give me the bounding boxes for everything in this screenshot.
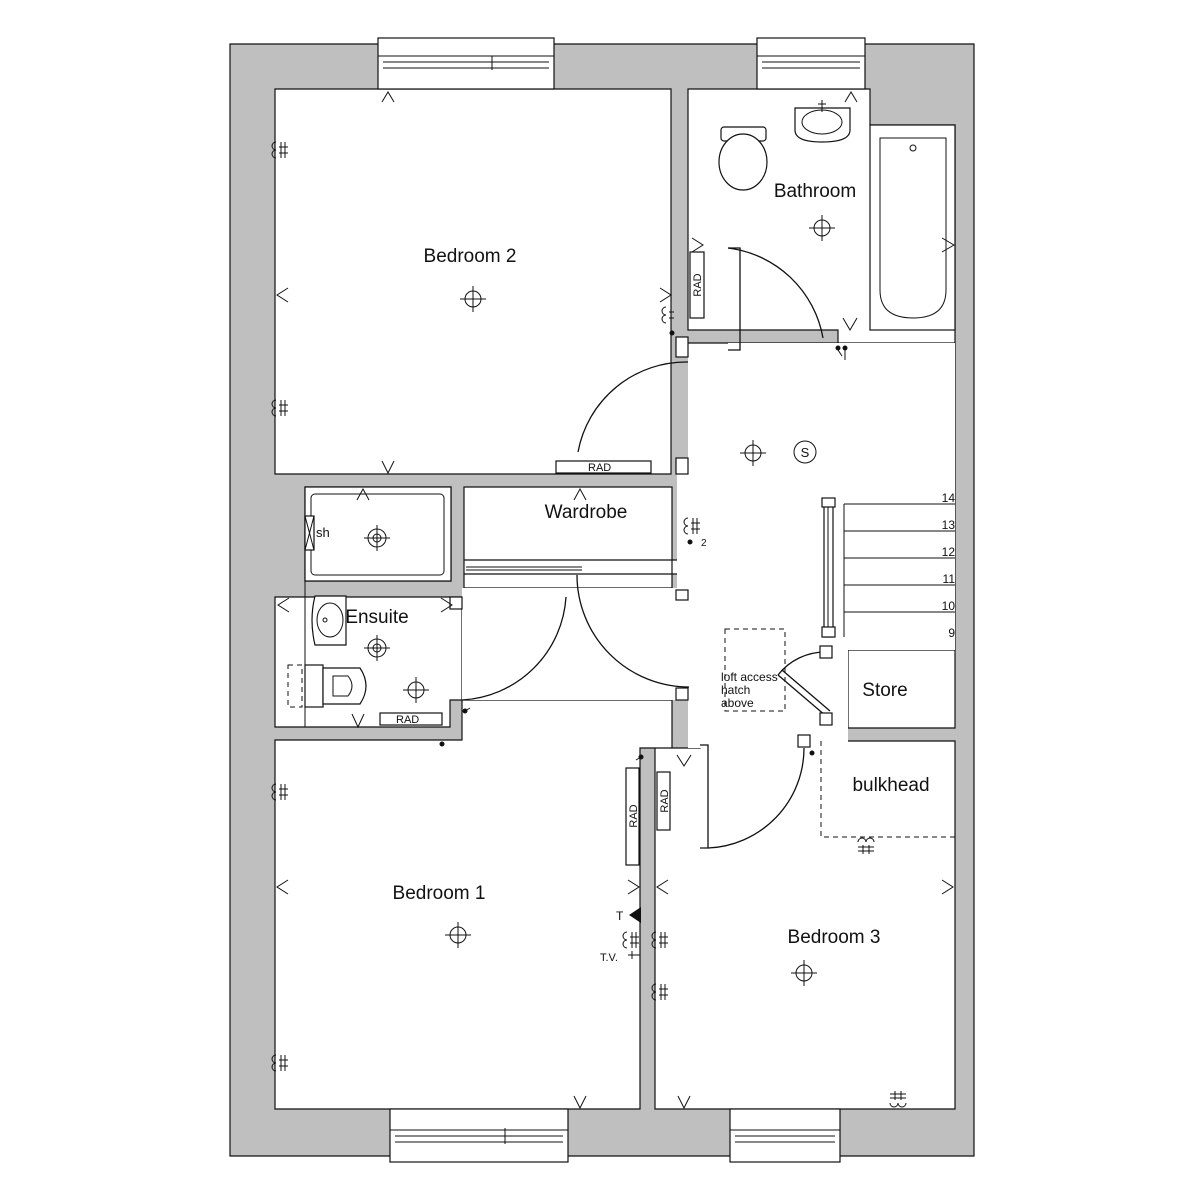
sockets: 2 T.V. — [271, 141, 907, 1108]
socket-icon — [622, 931, 640, 949]
wall-markers — [276, 91, 955, 1110]
room-label-bedroom2: Bedroom 2 — [424, 246, 517, 267]
light-icon — [402, 676, 430, 704]
doors — [449, 247, 833, 849]
interior-floor — [462, 342, 955, 748]
socket-icon — [857, 837, 875, 854]
rad-bathroom — [689, 251, 705, 319]
door-bedroom2 — [577, 361, 689, 453]
light-icon — [790, 959, 818, 987]
rad-label: RAD — [628, 804, 640, 827]
loft-hatch: loft access hatch above — [721, 628, 786, 712]
switch-icon — [687, 539, 693, 545]
loft-label-line3: above — [721, 696, 754, 710]
rad-label: RAD — [588, 462, 611, 474]
rad-label: RAD — [692, 273, 704, 296]
window-bedroom3 — [729, 1108, 841, 1163]
rad-bedroom1 — [625, 767, 640, 866]
loft-label-line1: loft access — [721, 670, 778, 684]
wc-ensuite — [304, 664, 324, 708]
bathroom-fixtures: RAD — [689, 100, 956, 331]
room-label-bulkhead: bulkhead — [852, 775, 929, 796]
rad-label: RAD — [659, 789, 671, 812]
wardrobe-slider — [466, 559, 668, 571]
window-bathroom — [756, 37, 866, 90]
staircase: 14 13 12 11 10 9 — [821, 491, 956, 640]
loft-label-line2: hatch — [721, 683, 750, 697]
room-labels: Bedroom 2 Bathroom Wardrobe Ensuite Stor… — [345, 181, 929, 948]
window-bedroom2 — [377, 37, 555, 90]
window-bedroom1 — [389, 1108, 569, 1163]
basin-bathroom — [794, 107, 851, 143]
step-number: 10 — [942, 599, 956, 613]
smoke-detector-label: S — [801, 445, 810, 460]
windows — [377, 37, 866, 1163]
light-icon — [444, 921, 472, 949]
room-label-bedroom1: Bedroom 1 — [393, 883, 486, 904]
switches — [439, 330, 848, 761]
smoke-detector-icon — [793, 440, 817, 464]
switch-icon — [439, 741, 445, 747]
switch-icon — [835, 345, 841, 351]
room-label-store: Store — [862, 680, 907, 701]
thermostat-icon — [629, 907, 641, 923]
ensuite-fixtures: sh RAD — [287, 486, 452, 727]
thermostat-label: T — [616, 909, 624, 923]
rad-ensuite — [379, 712, 443, 726]
socket-count: 2 — [701, 538, 707, 549]
room-label-bathroom: Bathroom — [774, 181, 856, 202]
bathtub — [869, 124, 956, 331]
bulkhead-outline — [820, 741, 955, 838]
step-number: 11 — [943, 572, 956, 586]
door-ensuite — [461, 596, 567, 701]
radiators: RAD RAD RAD — [555, 460, 671, 866]
light-icon — [808, 214, 836, 242]
step-number: 14 — [942, 491, 956, 505]
switch-icon — [669, 330, 675, 336]
rad-label: RAD — [396, 714, 419, 726]
socket-icon — [661, 306, 674, 324]
tv-point-icon — [628, 951, 640, 959]
switch-icon — [809, 750, 815, 756]
rad-landing — [555, 460, 652, 474]
door-bathroom — [727, 247, 824, 339]
door-store — [777, 674, 827, 717]
step-number: 12 — [942, 545, 956, 559]
tv-label: T.V. — [600, 952, 618, 964]
rad-bedroom3 — [656, 771, 671, 831]
room-label-ensuite: Ensuite — [345, 607, 408, 628]
switch-icon — [842, 345, 848, 351]
shower-label: sh — [316, 525, 330, 540]
door-wardrobe — [576, 574, 690, 688]
smoke-detector: S — [793, 440, 817, 464]
thermostat: T — [616, 907, 641, 923]
step-number: 9 — [948, 626, 955, 640]
door-bedroom3 — [707, 747, 805, 849]
socket-icon — [889, 1091, 907, 1108]
step-number: 13 — [942, 518, 956, 532]
room-label-wardrobe: Wardrobe — [545, 502, 628, 523]
light-icon — [459, 285, 487, 313]
room-label-bedroom3: Bedroom 3 — [788, 927, 881, 948]
